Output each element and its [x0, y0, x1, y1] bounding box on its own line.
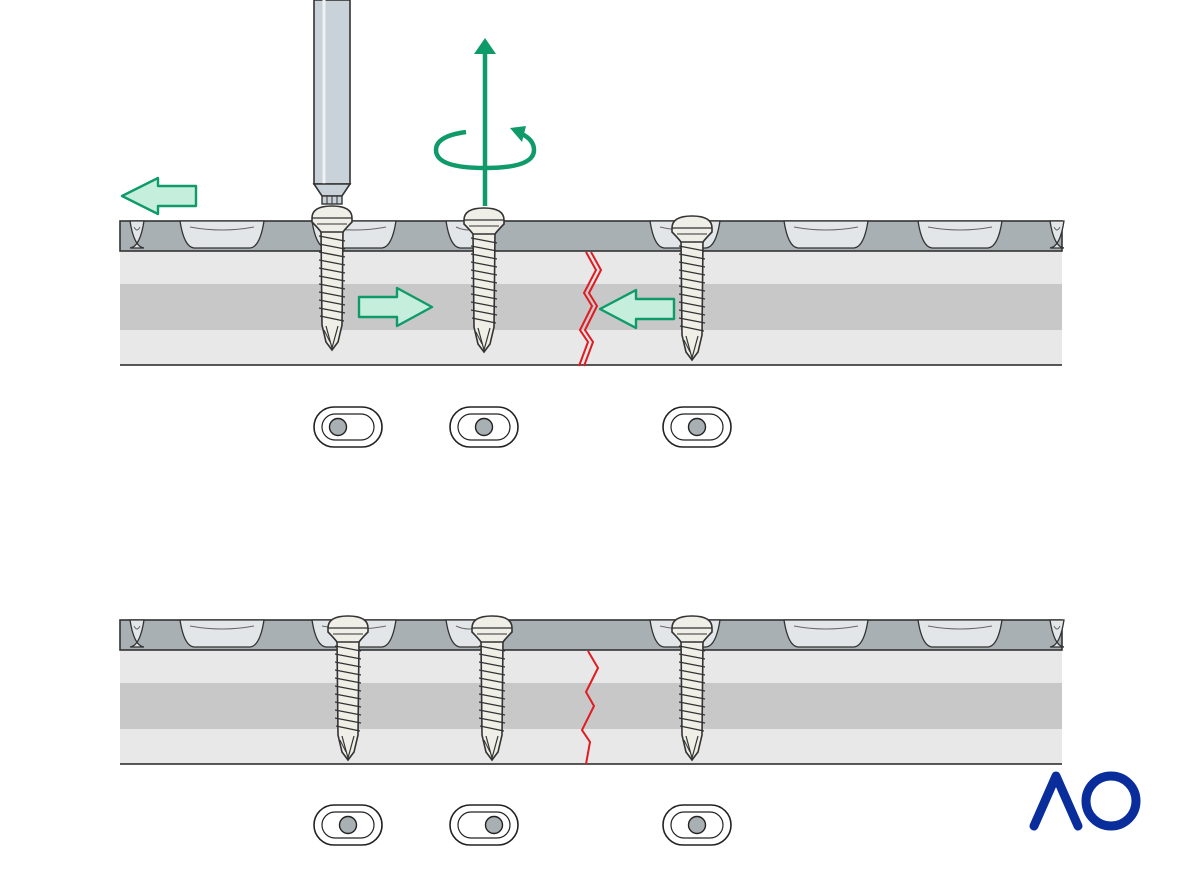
- plate-body: [119, 220, 1063, 252]
- hole-2-after: [449, 804, 519, 846]
- plate-hole-recess: [917, 220, 1003, 249]
- hole-3-before: [662, 406, 732, 448]
- plate-hole-edge: [927, 226, 993, 231]
- plate-hole-edge: [927, 625, 993, 630]
- bone-after: [120, 648, 1062, 765]
- fracture-line-after: [580, 650, 600, 765]
- plate-hole-recess: [129, 619, 145, 648]
- hole-3-after: [662, 804, 732, 846]
- ao-logo-text: AO: [1085, 833, 1087, 836]
- plate-body: [119, 619, 1063, 651]
- plate-hole-recess: [129, 220, 145, 249]
- panel-before: [119, 0, 1065, 448]
- plate-hole-recess: [783, 619, 869, 648]
- plate-shift-left-arrow: [120, 176, 198, 216]
- plate-hole-recess: [783, 220, 869, 249]
- plate-before: [119, 220, 1065, 252]
- plate-hole-edge: [189, 226, 255, 231]
- plate-hole-recess: [917, 619, 1003, 648]
- plate-hole-recess: [1049, 619, 1065, 648]
- plate-hole-edge: [1053, 226, 1061, 231]
- plate-hole-recess: [179, 220, 265, 249]
- fragment-push-left-arrow: [598, 288, 676, 330]
- screwdriver: [312, 0, 352, 205]
- plate-after: [119, 619, 1065, 651]
- hole-1-before: [313, 406, 383, 448]
- plate-hole-recess: [179, 619, 265, 648]
- plate-hole-edge: [793, 625, 859, 630]
- plate-hole-recess: [1049, 220, 1065, 249]
- hole-1-after: [313, 804, 383, 846]
- ao-logo: AO: [1029, 771, 1141, 836]
- plate-hole-edge: [1053, 625, 1061, 630]
- hole-2-before: [449, 406, 519, 448]
- panel-after: [119, 615, 1065, 846]
- screw-retract-rotate-arrow: [433, 38, 537, 206]
- plate-hole-edge: [133, 625, 141, 630]
- fragment-push-right-arrow: [357, 286, 434, 328]
- plate-hole-edge: [793, 226, 859, 231]
- plate-hole-edge: [189, 625, 255, 630]
- fracture-line-before: [578, 251, 603, 367]
- plate-hole-edge: [133, 226, 141, 231]
